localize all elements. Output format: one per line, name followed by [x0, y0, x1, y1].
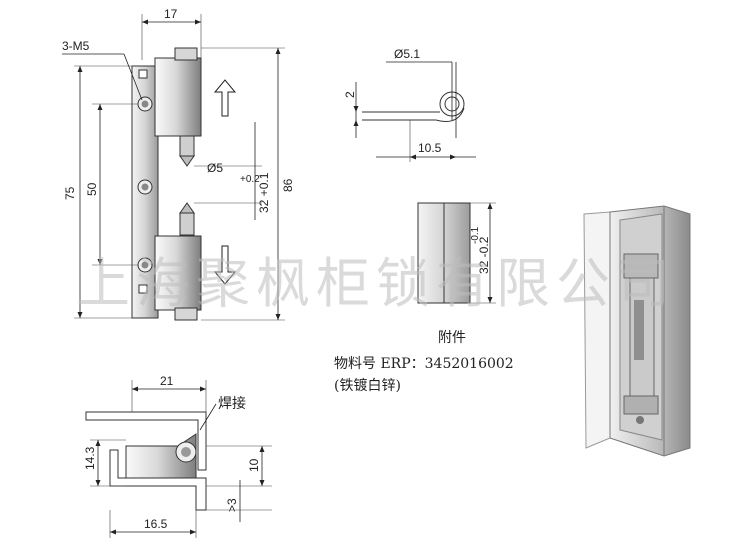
- dim-21: 21: [160, 374, 174, 388]
- accessory-pin: [417, 202, 496, 304]
- accessory-finish: (铁镀白锌): [334, 377, 401, 394]
- dim-10: 10: [247, 458, 261, 472]
- dim-50: 50: [85, 182, 99, 196]
- dim-2: 2: [343, 91, 357, 98]
- pin-end-detail: [353, 61, 476, 162]
- dim-dia-5: Ø5: [207, 161, 223, 175]
- arrow-down-icon: [213, 245, 237, 285]
- dim-dia-5-1: Ø5.1: [394, 47, 420, 61]
- dim-17: 17: [164, 7, 178, 21]
- weld-label: 焊接: [218, 395, 246, 412]
- dim-10-5: 10.5: [418, 141, 442, 155]
- dim-14-3: 14.3: [83, 446, 97, 470]
- dim-gt-3: >3: [225, 498, 239, 512]
- acc-dim-tol: -0.1: [470, 226, 481, 244]
- dim-tol-plus: +0.2: [240, 174, 260, 185]
- arrow-up-icon: [213, 79, 237, 117]
- thread-label: 3-M5: [62, 39, 90, 53]
- dim-86: 86: [281, 178, 295, 192]
- hinge-front-view: [62, 14, 285, 321]
- acc-dim-32: 32 -0.2: [477, 236, 491, 274]
- dim-32: 32 +0.1: [257, 172, 271, 213]
- accessory-title: 附件: [438, 330, 466, 346]
- dim-75: 75: [63, 186, 77, 200]
- watermark: 上海聚枫柜锁有限公司: [76, 252, 676, 315]
- dim-16-5: 16.5: [144, 517, 168, 531]
- hinge-side-view: [85, 380, 272, 538]
- installed-view: [583, 205, 691, 457]
- accessory-erp: 物料号 ERP：3452016002: [334, 356, 514, 372]
